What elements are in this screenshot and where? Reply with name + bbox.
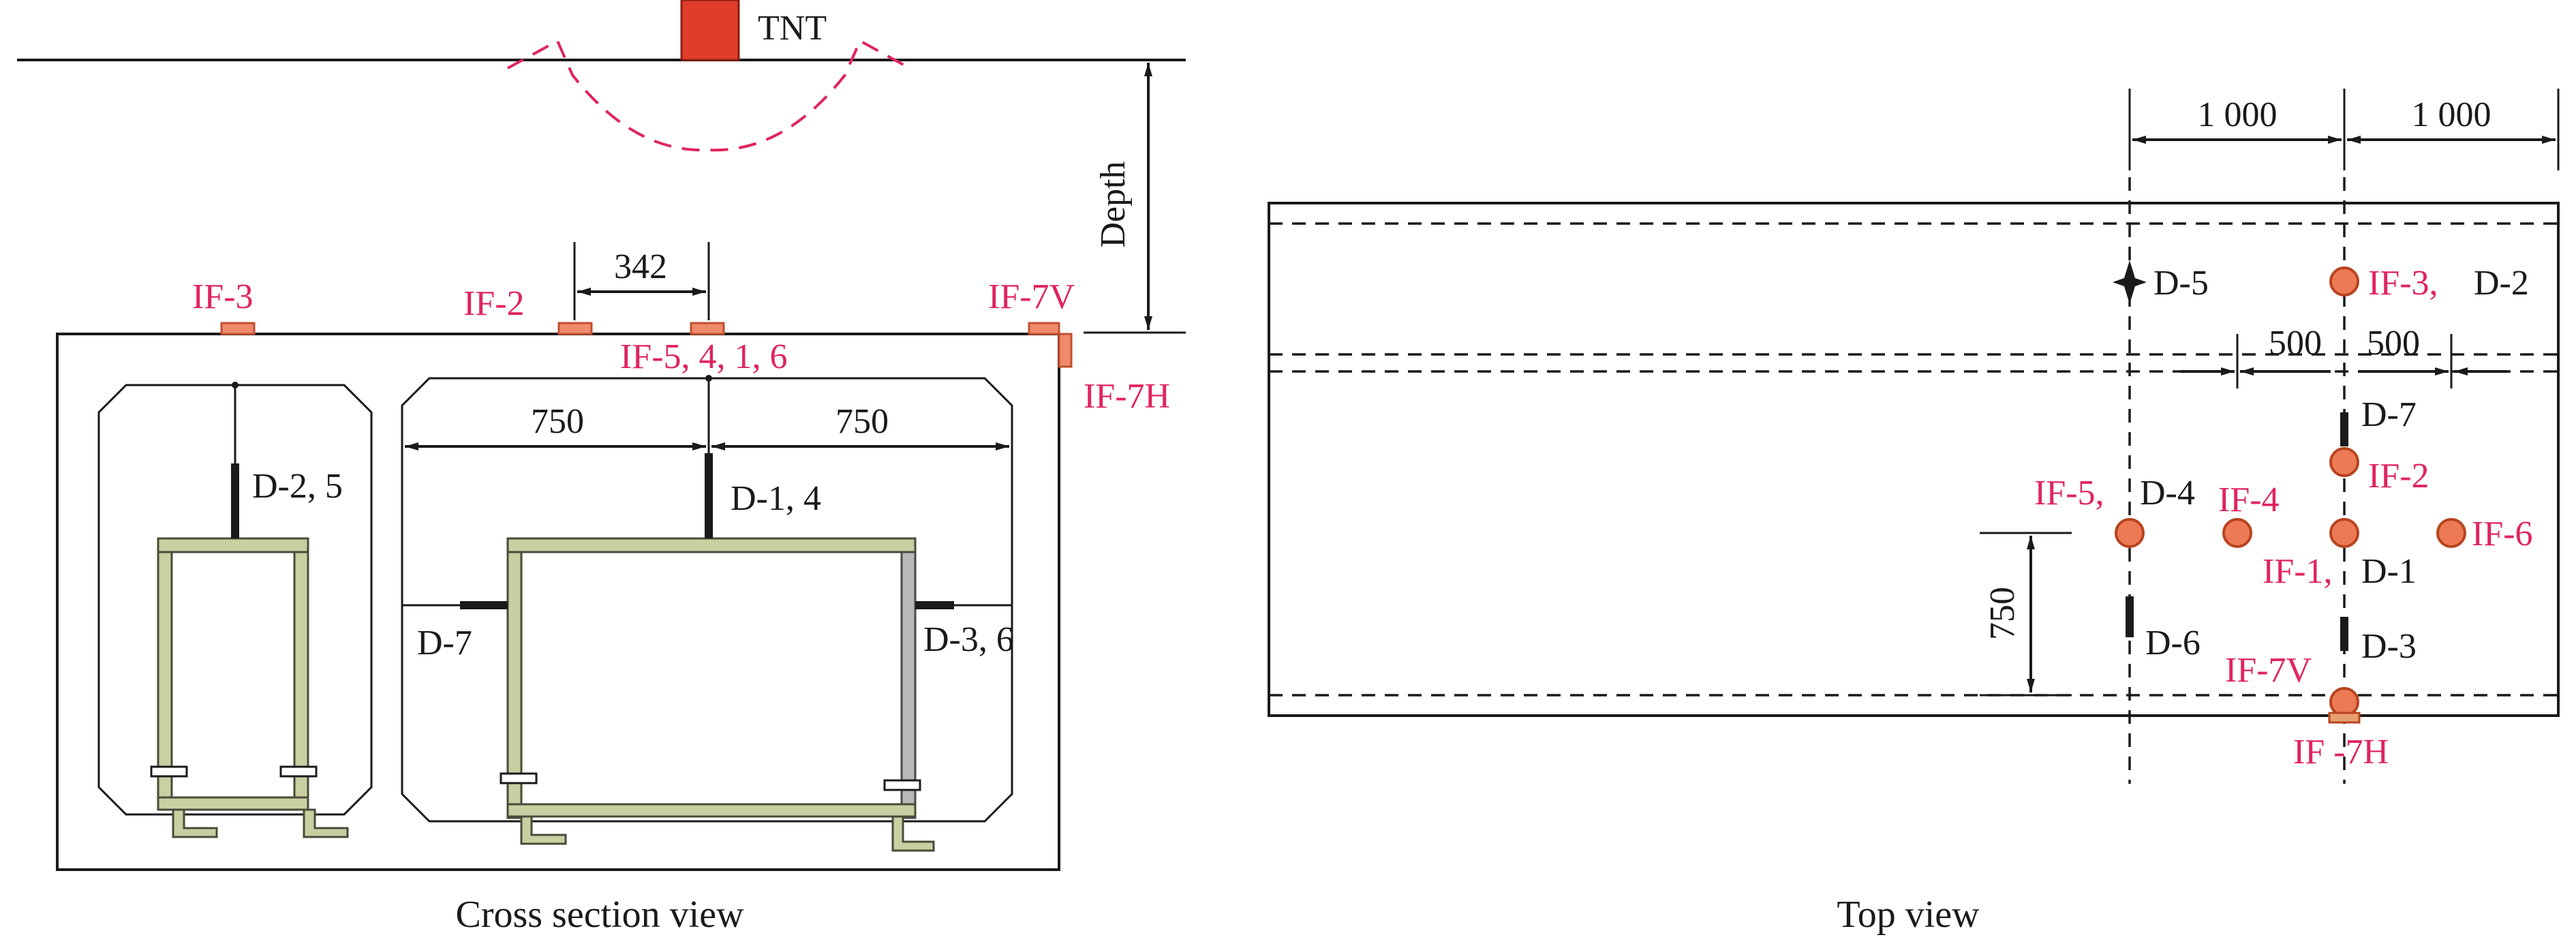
dot-if2	[2329, 447, 2359, 477]
right-frame-foot-left	[520, 815, 567, 845]
left-frame-clamp-right	[279, 765, 318, 778]
label-if-center: IF-5, 4, 1, 6	[620, 337, 788, 376]
cross-section-view: TNT Depth	[17, 0, 1186, 936]
sensor-if5-4-1-6	[690, 322, 725, 335]
dim750-left-label: 750	[531, 402, 584, 441]
depth-label: Depth	[1094, 161, 1133, 247]
right-frame-clamp-right	[883, 779, 921, 791]
label-if2: IF-2	[463, 284, 525, 323]
dim342-label: 342	[614, 247, 667, 286]
dim1000-right-label: 1 000	[2412, 95, 2491, 134]
left-frame-foot-right	[303, 808, 349, 838]
sensor-if3	[220, 322, 256, 335]
label-d1-4: D-1, 4	[731, 479, 821, 518]
right-frame-post-right	[900, 537, 917, 819]
label-d4: D-4	[2140, 474, 2195, 513]
dot-if7v	[2329, 687, 2359, 717]
d1-anchor	[705, 375, 712, 382]
label-d7: D-7	[417, 624, 472, 662]
label-if6: IF-6	[2472, 515, 2533, 553]
d2-anchor	[232, 382, 239, 388]
sensor-if2	[557, 322, 593, 335]
left-frame-bottom-beam	[157, 796, 309, 811]
left-frame-top-beam	[157, 537, 309, 553]
label-if5: IF-5,	[2034, 474, 2104, 513]
dot-if4	[2222, 518, 2252, 548]
label-if7v: IF-7V	[2225, 651, 2312, 690]
dot-if5	[2115, 518, 2145, 548]
dim500-right-label: 500	[2367, 324, 2420, 363]
sensor-if7h	[1058, 333, 1073, 368]
sensor-if7v	[1028, 322, 1060, 335]
caption-top-view: Top view	[1837, 894, 1980, 936]
top-view: 1 000 1 000 500 500 750 D-5 IF-3,	[1268, 89, 2560, 936]
dim1000-left-label: 1 000	[2198, 95, 2278, 134]
crater-outline	[507, 39, 910, 152]
dot-if6	[2436, 518, 2466, 548]
right-frame-top-beam	[506, 537, 917, 553]
right-frame	[500, 537, 935, 852]
label-if2: IF-2	[2368, 457, 2429, 495]
dim750-right-label: 750	[835, 402, 889, 441]
label-if3: IF-3,	[2368, 264, 2438, 303]
label-d5: D-5	[2153, 264, 2209, 303]
label-d3-6: D-3, 6	[923, 620, 1014, 659]
marker-d5	[2113, 260, 2147, 304]
label-d6: D-6	[2145, 624, 2201, 662]
left-frame	[150, 537, 349, 838]
label-if7v: IF-7V	[988, 277, 1075, 316]
label-d7: D-7	[2361, 395, 2417, 434]
label-d2-5: D-2, 5	[252, 467, 343, 506]
left-frame-clamp-left	[150, 765, 188, 778]
label-d3: D-3	[2361, 627, 2417, 666]
tnt-label: TNT	[758, 9, 827, 48]
left-tunnel-outline	[97, 384, 373, 816]
right-frame-clamp-left	[500, 772, 538, 784]
right-frame-foot-right	[891, 815, 935, 852]
label-d2: D-2	[2474, 264, 2529, 303]
label-if7h: IF-7H	[1084, 377, 1170, 416]
right-frame-bottom-beam	[506, 803, 917, 818]
label-if3: IF-3	[192, 277, 254, 316]
dot-if1	[2329, 518, 2359, 548]
top-view-outline	[1268, 202, 2560, 717]
label-if7h: IF -7H	[2293, 733, 2389, 772]
caption-cross-section: Cross section view	[455, 894, 744, 936]
label-d1: D-1	[2361, 552, 2417, 591]
tnt-charge	[680, 0, 740, 61]
label-if1: IF-1,	[2263, 552, 2333, 591]
marker-if7h	[2328, 712, 2361, 724]
dim750-vertical-label: 750	[1983, 587, 2022, 640]
label-if4: IF-4	[2218, 480, 2280, 519]
left-frame-foot-left	[172, 808, 218, 838]
dim500-left-label: 500	[2269, 324, 2322, 363]
dot-if3	[2329, 266, 2359, 296]
right-tunnel-outline	[401, 377, 1013, 823]
